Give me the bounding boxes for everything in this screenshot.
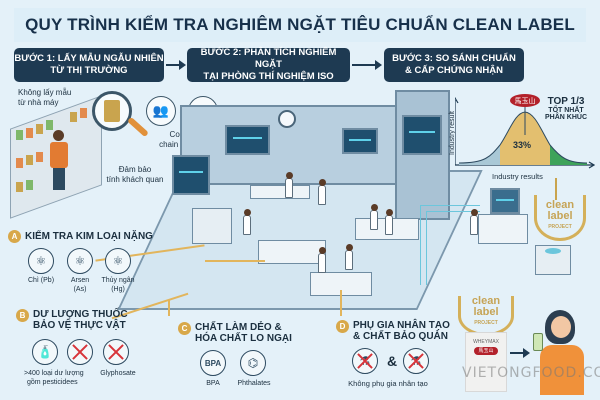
inspector-person: [50, 130, 68, 190]
arsenic-atom-icon: ⚛: [67, 248, 93, 274]
logo1-line1: clean: [545, 199, 575, 211]
ampersand: &: [387, 353, 398, 369]
objective-line1: Đảm bảo: [118, 165, 152, 174]
section-b-heading: B DƯ LƯỢNG THUỐC BẢO VỆ THỰC VẬT: [16, 309, 128, 331]
step-1-box: BƯỚC 1: LẤY MẪU NGẪU NHIÊN TỪ THỊ TRƯỜNG: [14, 48, 164, 82]
magnifier-handle: [127, 116, 149, 138]
logo1-line2: label: [547, 210, 573, 222]
step-3-line2: & CẤP CHỨNG NHẬN: [405, 65, 503, 76]
bpa-icon: BPA: [200, 350, 226, 376]
section-b-title-line2: BẢO VỆ THỰC VẬT: [33, 320, 126, 331]
phthalates-molecule-icon: ⌬: [240, 350, 266, 376]
section-b-title-line1: DƯ LƯỢNG THUỐC: [33, 309, 128, 320]
mercury-atom-icon: ⚛: [105, 248, 131, 274]
brand-badge: 馬玉山: [510, 94, 540, 107]
clean-label-logo-1: clean label PROJECT: [538, 200, 582, 233]
section-a-title: KIỂM TRA KIM LOẠI NẶNG: [25, 231, 153, 242]
step-3-line1: BƯỚC 3: SO SÁNH CHUẨN: [392, 53, 516, 64]
badge-d: D: [336, 320, 349, 333]
note-line1: Không lấy mẫu: [18, 88, 72, 97]
pesticide-caption-line2: gồm pesticidees: [27, 378, 78, 386]
top-third-annotation: TOP 1/3 TỐT NHẤT PHÂN KHÚC: [545, 96, 587, 121]
annotation-line1: TOP 1/3: [547, 96, 585, 107]
bpa-label: BPA: [206, 380, 220, 387]
section-c-heading: C CHẤT LÀM DẺO & HÓA CHẤT LO NGẠI: [178, 322, 292, 344]
step-2-box: BƯỚC 2: PHÂN TÍCH NGHIÊM NGẶT TẠI PHÒNG …: [187, 47, 350, 82]
badge-a: A: [8, 230, 21, 243]
chart-ylabel: Industry result: [449, 111, 456, 155]
clean-label-logo-2: clean label PROJECT: [462, 296, 510, 329]
lead-label: Chì (Pb): [20, 277, 62, 286]
bpa-icon-text: BPA: [204, 358, 222, 368]
lead-line1: Chì (Pb): [27, 277, 55, 284]
product-to-consumer-arrow-icon: [510, 348, 530, 358]
consumer-icon: 👥: [146, 96, 176, 126]
arrow-2-3-icon: [352, 60, 382, 70]
objective-line2: tính khách quan: [106, 175, 164, 184]
section-d-heading: D PHỤ GIA NHÂN TẠO & CHẤT BẢO QUẢN: [336, 320, 450, 342]
brand-badge-text: 馬玉山: [514, 97, 536, 105]
banned-preservative-icon: ⚗: [403, 348, 429, 374]
section-a-heading: A KIỂM TRA KIM LOẠI NẶNG: [8, 230, 153, 243]
arsenic-label: Arsen (As): [60, 277, 100, 294]
banned-glyphosate-icon: [103, 339, 129, 365]
banned-spray-icon: [67, 339, 93, 365]
pesticide-bottle-icon: 🧴: [32, 339, 58, 365]
glyphosate-label: Glyphosate: [100, 370, 136, 377]
step-2-line2: TẠI PHÒNG THÍ NGHIỆM ISO: [203, 71, 334, 82]
drink-bottle-icon: [533, 333, 543, 351]
step-3-box: BƯỚC 3: SO SÁNH CHUẨN & CẤP CHỨNG NHẬN: [384, 48, 524, 82]
mercury-line1: Thủy ngân: [101, 277, 135, 284]
section-d-title-line2: & CHẤT BẢO QUẢN: [353, 331, 448, 342]
product-bag-icon: [104, 100, 120, 122]
chart-xlabel: Industry results: [492, 172, 543, 181]
no-factory-sample-note: Không lấy mẫu từ nhà máy: [18, 88, 71, 108]
product-brand-badge: 馬玉山: [474, 347, 498, 355]
phthalates-label: Phthalates: [237, 380, 271, 387]
product-package: WHEYMAX 馬玉山: [465, 332, 507, 392]
pesticide-caption-line1: >400 loại dư lượng: [24, 370, 84, 377]
note-line2: từ nhà máy: [18, 98, 59, 107]
logo2-line3: PROJECT: [474, 320, 498, 326]
pesticide-caption: >400 loại dư lượng gồm pesticidees: [24, 370, 96, 387]
annotation-line2: TỐT NHẤT: [548, 107, 584, 114]
step-2-line1: BƯỚC 2: PHÂN TÍCH NGHIÊM NGẶT: [200, 47, 337, 70]
clock-icon: [278, 110, 296, 128]
section-c-title-line2: HÓA CHẤT LO NGẠI: [195, 333, 292, 344]
logo1-line3: PROJECT: [548, 224, 572, 230]
logo2-line1: clean: [471, 295, 501, 307]
up-arrow-icon: [555, 178, 557, 200]
page-title: QUY TRÌNH KIỂM TRA NGHIÊM NGẶT TIÊU CHUẨ…: [14, 8, 586, 42]
no-artificial-additive-caption: Không phụ gia nhân tạo: [348, 379, 428, 388]
step-1-line2: TỪ THỊ TRƯỜNG: [50, 65, 128, 76]
mercury-line2: (Hg): [111, 285, 125, 293]
section-d-title-line1: PHỤ GIA NHÂN TẠO: [353, 320, 450, 331]
objectivity-label: Đảm bảo tính khách quan: [100, 165, 170, 185]
annotation-line3: PHÂN KHÚC: [545, 114, 587, 121]
product-brand-text: 馬玉山: [478, 348, 494, 354]
logo2-line2: label: [473, 306, 499, 318]
step-1-line1: BƯỚC 1: LẤY MẪU NGẪU NHIÊN: [14, 53, 164, 64]
arsenic-line1: Arsen: [70, 277, 90, 284]
arsenic-line2: (As): [73, 285, 87, 293]
chart-percent-label: 33%: [513, 140, 532, 150]
badge-b: B: [16, 309, 29, 322]
mercury-label: Thủy ngân (Hg): [96, 277, 140, 294]
section-c-title-line1: CHẤT LÀM DẺO &: [195, 322, 282, 333]
badge-c: C: [178, 322, 191, 335]
industry-bell-curve-chart: [451, 95, 596, 175]
product-name: WHEYMAX: [473, 339, 499, 345]
arrow-1-2-icon: [166, 60, 186, 70]
watermark: VIETONGFOOD.COM: [462, 365, 600, 381]
banned-flask-icon: ⚗: [352, 348, 378, 374]
lead-atom-icon: ⚛: [28, 248, 54, 274]
